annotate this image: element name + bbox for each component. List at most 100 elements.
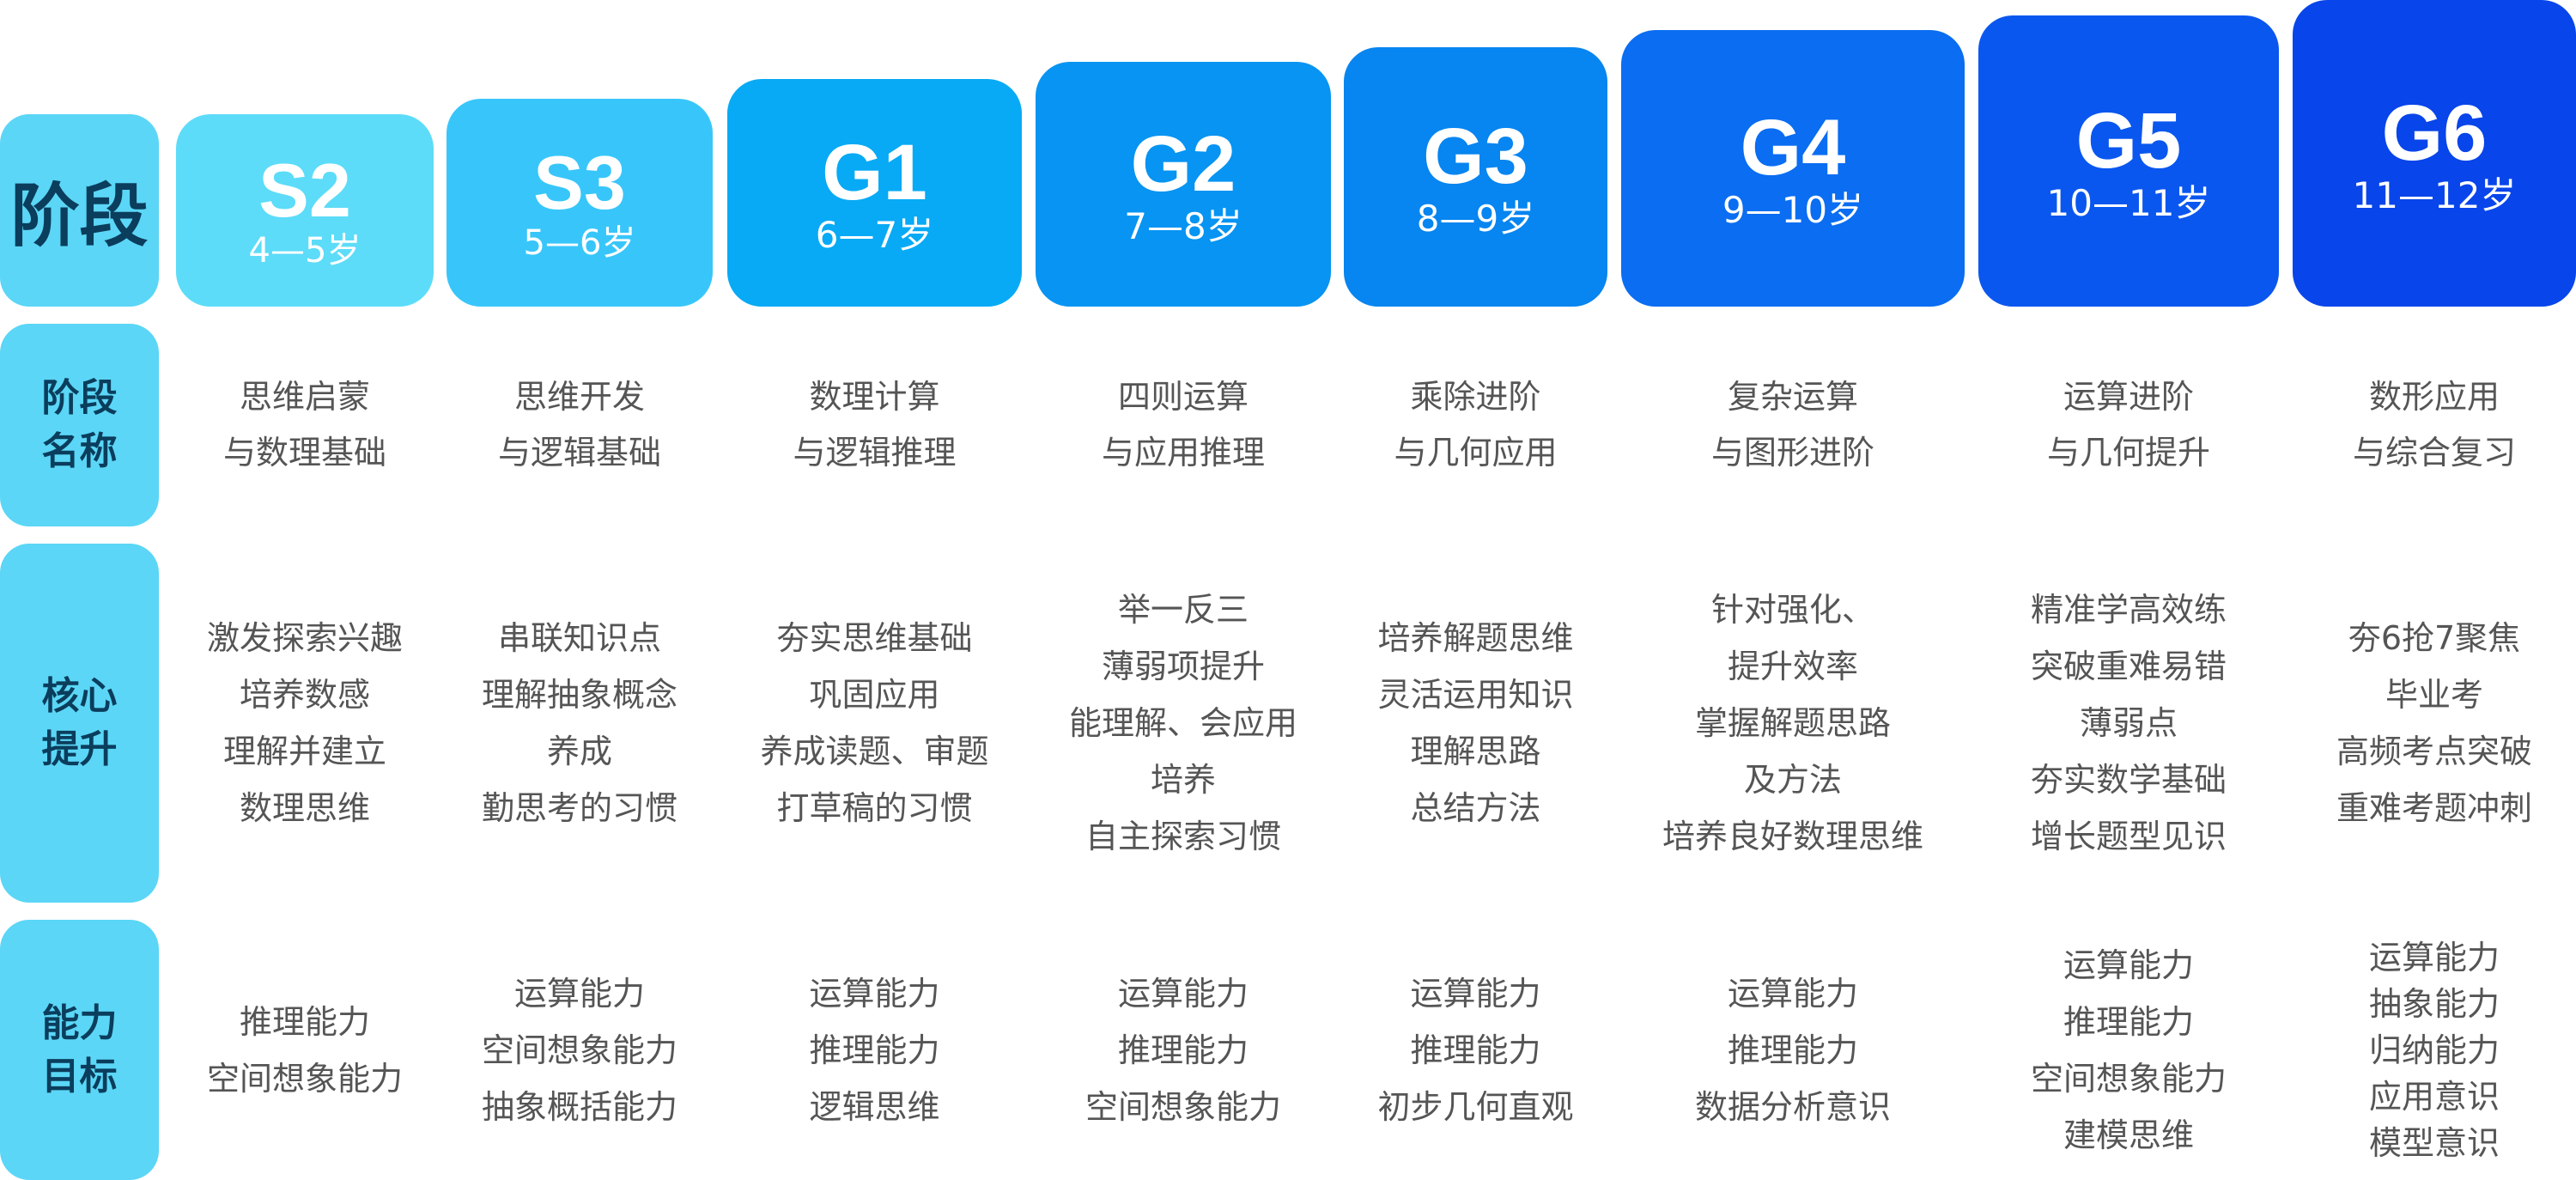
label-line: 阶段 [41,376,118,420]
ability-goal-g5: 运算能力 推理能力 空间想象能力 建模思维 [1978,920,2279,1180]
stage-age: 5—6岁 [523,223,636,263]
text-line: 运算能力 [2063,946,2194,984]
text-line: 夯6抢7聚焦 [2348,619,2521,657]
text-line: 抽象能力 [2368,984,2500,1023]
text-line: 数理思维 [239,789,370,827]
text-line: 空间想象能力 [481,1031,677,1069]
stage-code: G2 [1130,119,1236,208]
text-line: 应用意识 [2368,1077,2500,1116]
stage-age: 6—7岁 [815,213,934,256]
text-line: 归纳能力 [2368,1031,2500,1069]
ability-goal-g1: 运算能力 推理能力 逻辑思维 [727,920,1022,1180]
stage-name-s2: 思维启蒙 与数理基础 [176,324,434,526]
text-line: 与应用推理 [1101,434,1265,471]
text-line: 思维开发 [513,378,645,416]
label-stage-text: 阶段 [10,176,149,256]
stage-age: 9—10岁 [1722,189,1864,231]
core-improvement-g5: 精准学高效练 突破重难易错 薄弱点 夯实数学基础 增长题型见识 [1978,544,2279,903]
stage-card-g2: G2 7—8岁 [1036,62,1331,307]
text-line: 乘除进阶 [1410,378,1541,416]
stage-age: 10—11岁 [2046,181,2211,224]
ability-goal-g3: 运算能力 推理能力 初步几何直观 [1344,920,1607,1180]
text-line: 灵活运用知识 [1377,676,1574,714]
text-line: 培养数感 [239,676,370,714]
text-line: 推理能力 [809,1031,940,1069]
text-line: 毕业考 [2385,676,2483,714]
stage-code: S2 [258,148,351,233]
text-line: 自主探索习惯 [1084,818,1281,855]
stage-name-g1: 数理计算 与逻辑推理 [727,324,1022,526]
text-line: 培养 [1150,761,1216,799]
text-line: 空间想象能力 [206,1059,403,1098]
stage-code: G5 [2075,96,2182,185]
text-line: 与几何提升 [2046,434,2210,471]
label-core-improvement: 核心 提升 [0,544,159,903]
label-stage-name: 阶段 名称 [0,324,159,526]
label-line: 提升 [41,727,118,771]
text-line: 理解抽象概念 [481,676,677,714]
text-line: 运算能力 [1410,974,1541,1013]
text-line: 精准学高效练 [2030,591,2227,629]
stage-code: G4 [1740,104,1846,192]
ability-goal-s2: 推理能力 空间想象能力 [176,920,434,1180]
text-line: 勤思考的习惯 [481,789,677,827]
text-line: 突破重难易错 [2030,648,2227,685]
text-line: 与逻辑基础 [497,434,661,471]
text-line: 推理能力 [1727,1031,1858,1069]
text-line: 数形应用 [2368,378,2500,416]
text-line: 夯实数学基础 [2030,761,2227,799]
stage-name-g3: 乘除进阶 与几何应用 [1344,324,1607,526]
text-line: 养成 [546,733,612,770]
core-improvement-g3: 培养解题思维 灵活运用知识 理解思路 总结方法 [1344,544,1607,903]
text-line: 重难考题冲刺 [2336,789,2532,827]
stage-card-g1: G1 6—7岁 [727,79,1022,307]
text-line: 薄弱点 [2079,704,2178,742]
core-improvement-s3: 串联知识点 理解抽象概念 养成 勤思考的习惯 [447,544,713,903]
text-line: 推理能力 [1410,1031,1541,1069]
stage-card-g4: G4 9—10岁 [1621,30,1965,307]
label-stage: 阶段 [0,114,159,307]
stage-age: 4—5岁 [248,231,361,271]
core-improvement-g2: 举一反三 薄弱项提升 能理解、会应用 培养 自主探索习惯 [1036,544,1331,903]
text-line: 运算能力 [809,974,940,1013]
core-improvement-s2: 激发探索兴趣 培养数感 理解并建立 数理思维 [176,544,434,903]
stage-card-s2: S2 4—5岁 [176,114,434,307]
ability-goal-g4: 运算能力 推理能力 数据分析意识 [1621,920,1965,1180]
core-improvement-g6: 夯6抢7聚焦 毕业考 高频考点突破 重难考题冲刺 [2293,544,2576,903]
text-line: 高频考点突破 [2336,733,2532,770]
label-line: 目标 [41,1054,118,1098]
stage-card-g3: G3 8—9岁 [1344,47,1607,307]
text-line: 养成读题、审题 [760,733,989,770]
text-line: 推理能力 [239,1002,370,1041]
text-line: 及方法 [1743,761,1842,799]
stage-name-g4: 复杂运算 与图形进阶 [1621,324,1965,526]
text-line: 与综合复习 [2352,434,2516,471]
stage-code: S3 [533,140,626,225]
text-line: 数据分析意识 [1694,1087,1891,1126]
text-line: 总结方法 [1410,789,1541,827]
stage-name-g5: 运算进阶 与几何提升 [1978,324,2279,526]
stage-age: 11—12岁 [2352,173,2517,216]
stage-name-s3: 思维开发 与逻辑基础 [447,324,713,526]
text-line: 掌握解题思路 [1694,704,1891,742]
text-line: 建模思维 [2063,1116,2194,1154]
core-improvement-g4: 针对强化、 提升效率 掌握解题思路 及方法 培养良好数理思维 [1621,544,1965,903]
stage-card-g5: G5 10—11岁 [1978,15,2279,307]
text-line: 运算能力 [513,974,645,1013]
text-line: 薄弱项提升 [1101,648,1265,685]
text-line: 能理解、会应用 [1068,704,1297,742]
text-line: 推理能力 [1117,1031,1249,1069]
text-line: 空间想象能力 [2030,1059,2227,1098]
stage-name-g2: 四则运算 与应用推理 [1036,324,1331,526]
stage-card-s3: S3 5—6岁 [447,99,713,307]
text-line: 初步几何直观 [1377,1087,1574,1126]
text-line: 培养良好数理思维 [1662,818,1923,855]
stage-code: G6 [2381,88,2488,177]
text-line: 运算能力 [1117,974,1249,1013]
ability-goal-s3: 运算能力 空间想象能力 抽象概括能力 [447,920,713,1180]
stage-name-g6: 数形应用 与综合复习 [2293,324,2576,526]
text-line: 提升效率 [1727,648,1858,685]
text-line: 思维启蒙 [239,378,370,416]
text-line: 巩固应用 [809,676,940,714]
text-line: 逻辑思维 [809,1087,940,1126]
